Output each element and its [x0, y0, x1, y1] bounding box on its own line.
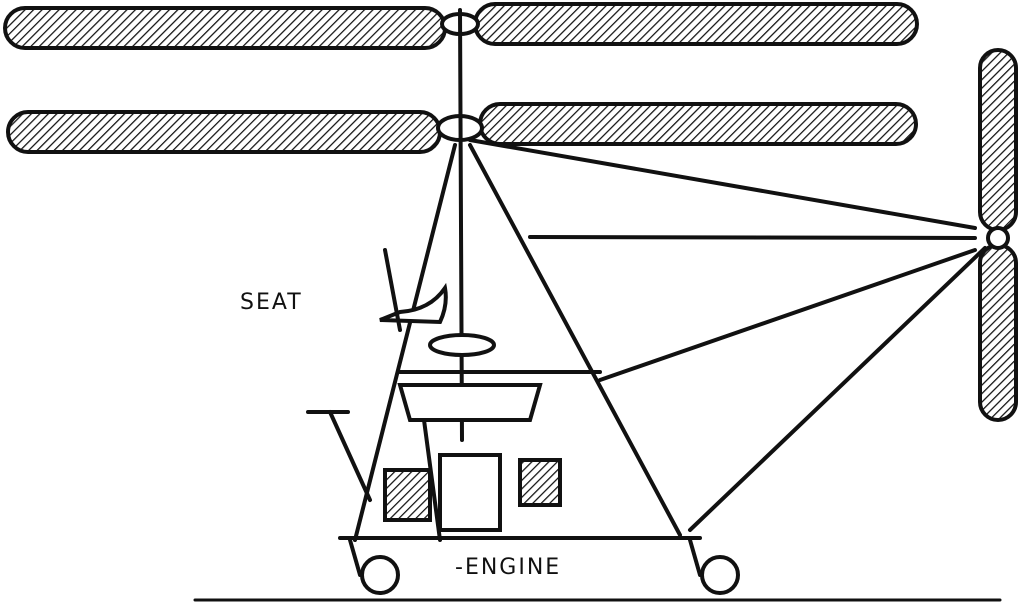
- engine-cylinder-left: [383, 468, 432, 522]
- engine-label: -ENGINE: [455, 555, 562, 580]
- engine-cylinder-right: [518, 458, 562, 507]
- upper-rotor-blade-right: [473, 2, 919, 46]
- tail-rotor-blade-bottom: [978, 243, 1018, 422]
- frame-struts: [338, 138, 987, 542]
- tail-rotor-hub: [986, 226, 1010, 250]
- front-wheel: [360, 555, 400, 595]
- tail-rotor-blade-top: [978, 48, 1018, 232]
- seat-label: SEAT: [240, 290, 303, 315]
- lower-rotor-blade-right: [478, 102, 918, 146]
- rotor-mast: [458, 8, 464, 442]
- rear-wheel: [700, 555, 740, 595]
- gearbox: [397, 383, 543, 422]
- control-stick: [383, 248, 402, 332]
- steering-column: [328, 410, 372, 502]
- lower-rotor-blade-left: [6, 110, 442, 154]
- engine-block: [438, 453, 502, 532]
- swashplate: [428, 333, 496, 357]
- upper-rotor-blade-left: [3, 6, 447, 50]
